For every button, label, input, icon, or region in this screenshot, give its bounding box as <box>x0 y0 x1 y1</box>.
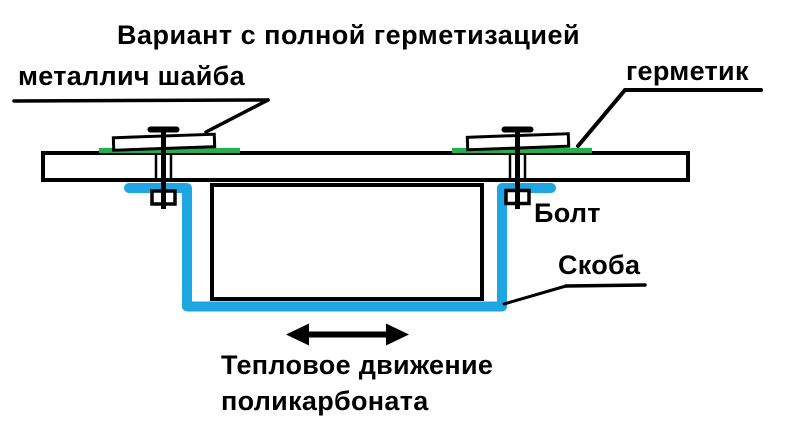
roof-panel <box>41 151 690 182</box>
polycarbonate-sheet-edge <box>210 183 484 301</box>
arrow-head-left <box>286 323 309 346</box>
washer-leader-line <box>204 98 270 134</box>
thermal-caption-line1: Тепловое движение <box>221 350 494 380</box>
sealant-leader-line <box>576 88 627 148</box>
bolt-label: Болт <box>534 198 601 228</box>
diagram-title: Вариант с полной герметизацией <box>117 20 581 50</box>
bracket-leader-line <box>502 284 568 306</box>
washer-label-underline <box>12 98 270 103</box>
bolt-assembly-left <box>147 126 180 209</box>
bracket-label: Скоба <box>558 250 641 280</box>
bracket-outline <box>124 183 556 312</box>
metal-washer-label: металлич шайба <box>18 61 245 91</box>
arrow-head-right <box>386 323 409 346</box>
leader-lines <box>12 88 763 306</box>
bracket-label-underline <box>564 283 647 288</box>
bolt-assembly-right <box>501 126 534 209</box>
thermal-caption-line2: поликарбоната <box>221 386 429 416</box>
thermal-movement-arrow <box>286 323 409 346</box>
sealant-label: герметик <box>626 56 749 86</box>
